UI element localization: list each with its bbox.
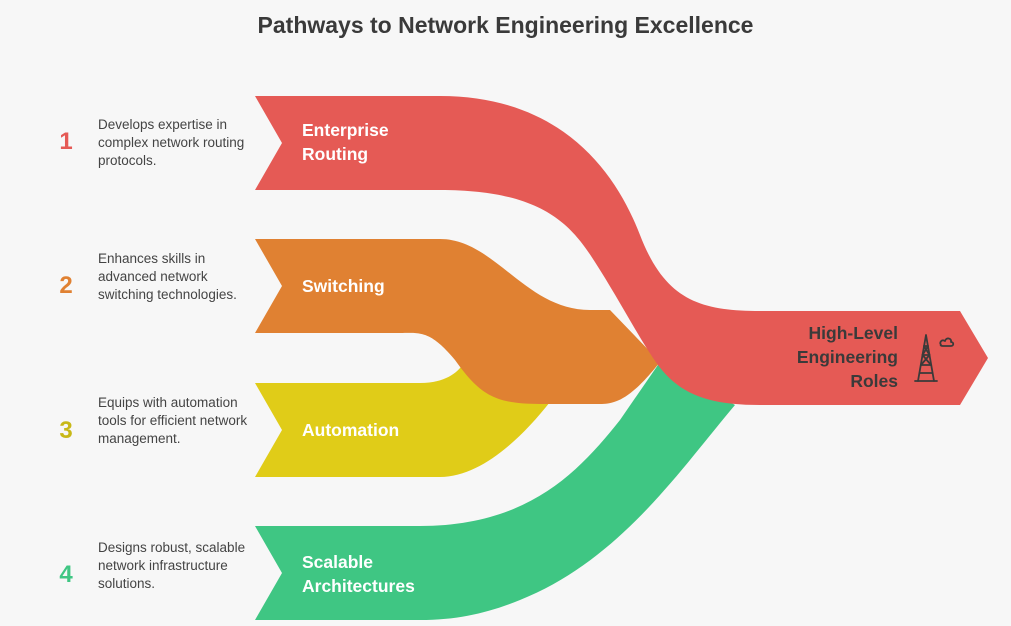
- label-line: Routing: [302, 144, 369, 164]
- label-line: Architectures: [302, 576, 415, 596]
- step-number-3: 3: [59, 417, 73, 444]
- oil-rig-icon: [914, 334, 955, 382]
- enterprise-routing-flow: [255, 96, 988, 405]
- switching-label: Switching: [302, 276, 385, 296]
- step-number-4: 4: [59, 561, 73, 588]
- target-line: Roles: [850, 371, 898, 391]
- automation-label: Automation: [302, 420, 400, 440]
- enterprise-routing-label: Enterprise Routing: [302, 118, 389, 166]
- automation-flow: [255, 360, 550, 477]
- target-label: High-Level Engineering Roles: [770, 321, 898, 393]
- page-title: Pathways to Network Engineering Excellen…: [257, 12, 754, 38]
- step-description-2: Enhances skills in advanced network swit…: [98, 251, 237, 302]
- target-line: Engineering: [796, 347, 898, 367]
- label-line: Scalable: [302, 552, 374, 572]
- step-description-4: Designs robust, scalable network infrast…: [98, 540, 246, 591]
- scalable-architectures-label: Scalable Architectures: [302, 550, 415, 598]
- scalable-architectures-flow: [255, 362, 735, 620]
- label-line: Enterprise: [302, 120, 389, 140]
- target-line: High-Level: [808, 323, 898, 343]
- step-description-3: Equips with automation tools for efficie…: [98, 395, 248, 446]
- step-number-2: 2: [59, 272, 73, 299]
- switching-flow: [255, 239, 660, 404]
- step-description-1: Develops expertise in complex network ro…: [98, 117, 245, 168]
- step-number-1: 1: [59, 128, 73, 155]
